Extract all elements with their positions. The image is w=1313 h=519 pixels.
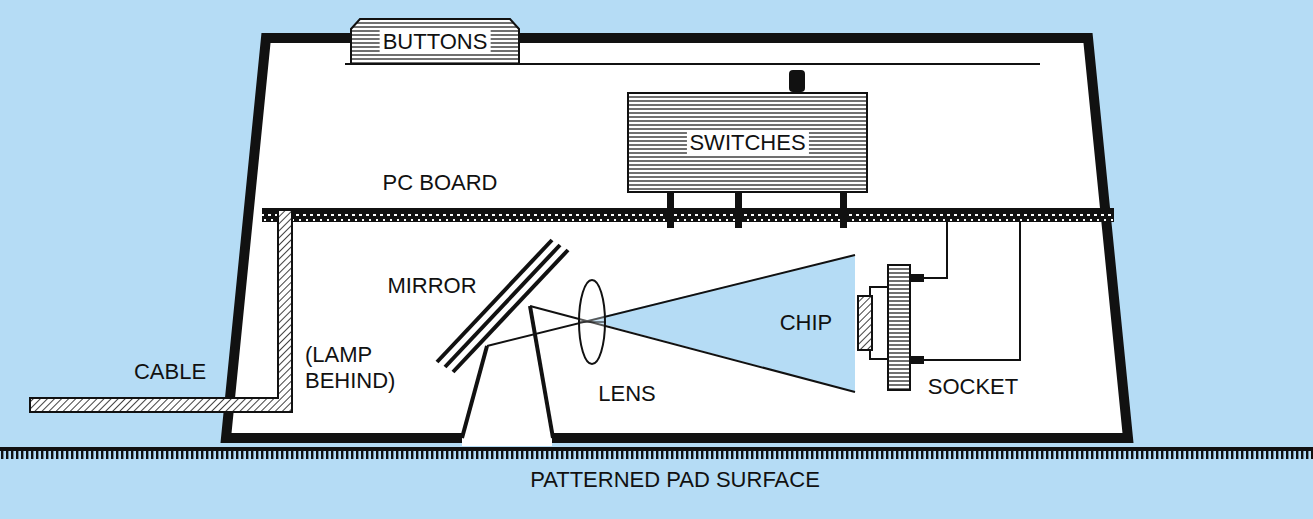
buttons-outline [351,19,519,64]
part-label: SOCKET [928,374,1018,400]
pad-texture [0,450,1313,459]
socket-pins [910,274,924,364]
part-label: CHIP [780,310,833,336]
part-label: SWITCHES [686,130,808,154]
window-wall [530,306,553,438]
socket-wires [910,222,1020,360]
switch-block: SWITCHES [627,92,868,193]
part-label: MIRROR [387,273,476,299]
buttons-block: BUTTONS [350,18,520,65]
socket [888,265,910,390]
cable [30,210,292,412]
lens-axis [579,322,605,323]
lens [579,280,605,364]
part-label: PC BOARD [383,170,498,196]
surface-label: PATTERNED PAD SURFACE [530,467,820,493]
optical-window [462,430,552,446]
mouse-housing [226,38,1128,438]
pc-board [262,208,1114,222]
chip [858,296,872,350]
part-label: CABLE [134,359,206,385]
part-label: BUTTONS [380,29,491,53]
part-label: (LAMP BEHIND) [305,342,405,395]
switch-knob [789,70,805,92]
light-cone [587,255,855,392]
switch-outline [628,93,867,192]
switch-pins [667,192,847,228]
part-label: LENS [598,381,655,407]
mirror [437,240,568,372]
light-ray [487,255,855,346]
